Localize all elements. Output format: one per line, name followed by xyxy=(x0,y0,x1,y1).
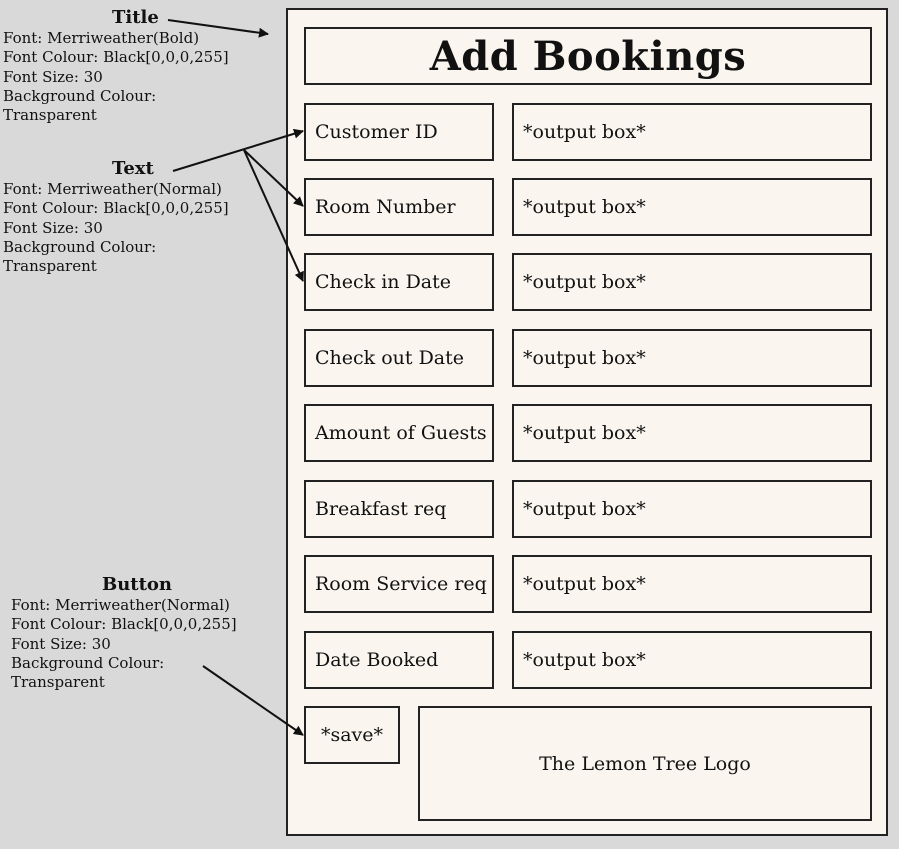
text-annotation-heading: Text xyxy=(112,158,154,179)
annotation-line: Transparent xyxy=(3,257,97,276)
field-label-room-service-req: Room Service req xyxy=(304,555,494,613)
page-title: Add Bookings xyxy=(304,27,872,85)
field-label-room-number: Room Number xyxy=(304,178,494,236)
annotation-line: Background Colour: xyxy=(11,653,165,672)
annotation-line: Background Colour: xyxy=(3,86,157,105)
annotation-line: Font: Merriweather(Normal) xyxy=(11,596,230,614)
save-button[interactable]: *save* xyxy=(304,706,400,764)
page-title-text: Add Bookings xyxy=(429,32,747,80)
output-box-date-booked: *output box* xyxy=(512,631,872,689)
output-box-check-out-date: *output box* xyxy=(512,329,872,387)
output-box-amount-of-guests: *output box* xyxy=(512,404,872,462)
annotation-line: Font Size: 30 xyxy=(3,67,103,86)
annotation-line: Font Colour: Black[0,0,0,255] xyxy=(3,199,229,218)
annotation-line: Transparent xyxy=(3,106,97,125)
logo-placeholder: The Lemon Tree Logo xyxy=(418,706,872,821)
field-label-amount-of-guests: Amount of Guests xyxy=(304,404,494,462)
annotation-line: Font Size: 30 xyxy=(11,634,111,653)
output-box-check-in-date: *output box* xyxy=(512,253,872,311)
annotation-line: Transparent xyxy=(11,673,105,692)
field-label-breakfast-req: Breakfast req xyxy=(304,480,494,538)
output-box-room-service-req: *output box* xyxy=(512,555,872,613)
text-annotation: Text Font: Merriweather(Normal) Font Col… xyxy=(3,158,229,276)
title-annotation-heading: Title xyxy=(112,7,159,28)
annotation-line: Font: Merriweather(Normal) xyxy=(3,180,222,198)
field-label-check-in-date: Check in Date xyxy=(304,253,494,311)
field-label-customer-id: Customer ID xyxy=(304,103,494,161)
output-box-breakfast-req: *output box* xyxy=(512,480,872,538)
annotation-line: Font Colour: Black[0,0,0,255] xyxy=(3,48,229,67)
annotation-line: Font: Merriweather(Bold) xyxy=(3,29,200,47)
annotation-line: Font Colour: Black[0,0,0,255] xyxy=(11,615,237,634)
button-annotation-heading: Button xyxy=(102,574,173,595)
field-label-date-booked: Date Booked xyxy=(304,631,494,689)
output-box-room-number: *output box* xyxy=(512,178,872,236)
field-label-check-out-date: Check out Date xyxy=(304,329,494,387)
annotation-line: Font Size: 30 xyxy=(3,218,103,237)
title-annotation: Title Font: Merriweather(Bold) Font Colo… xyxy=(3,7,229,125)
annotation-line: Background Colour: xyxy=(3,237,157,256)
button-annotation: Button Font: Merriweather(Normal) Font C… xyxy=(11,574,237,692)
output-box-customer-id: *output box* xyxy=(512,103,872,161)
